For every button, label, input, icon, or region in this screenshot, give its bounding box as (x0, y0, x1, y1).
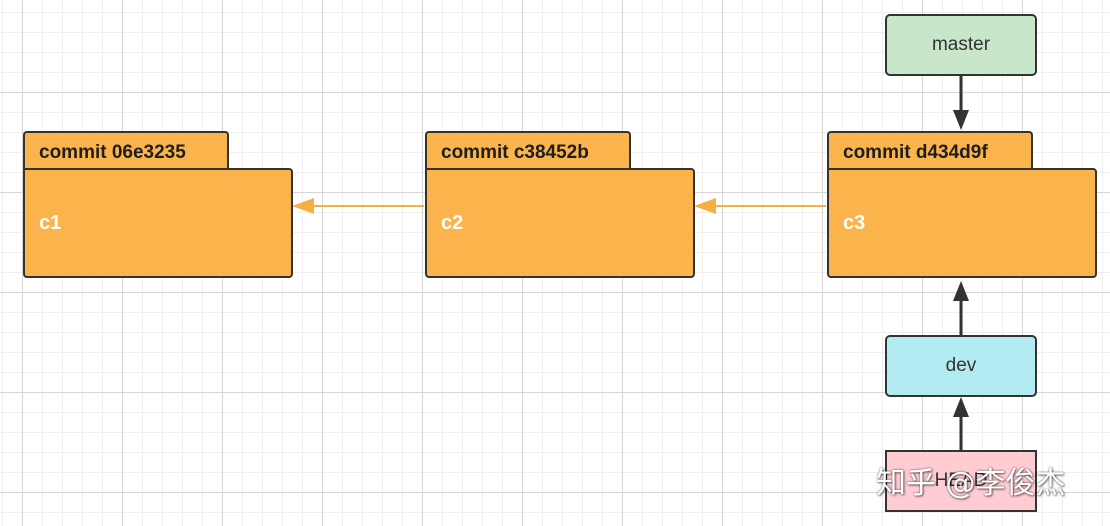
commit-c3-node: c3 (827, 168, 1097, 278)
arrow-c2-to-c1 (292, 198, 424, 214)
watermark-text: 知乎 @李俊杰 (876, 466, 1066, 501)
arrow-head-to-dev (953, 397, 969, 450)
head-pointer-label: HEAD (885, 450, 1037, 512)
commit-c3-name: c3 (843, 212, 866, 234)
commit-c2-hash-tab: commit c38452b (425, 131, 631, 169)
arrow-dev-to-c3 (953, 281, 969, 335)
commit-c2-node: c2 (425, 168, 695, 278)
arrow-master-to-c3 (953, 76, 969, 130)
commit-c1-node: c1 (23, 168, 293, 278)
master-branch-label: master (885, 14, 1037, 76)
commit-c2-name: c2 (441, 212, 464, 234)
commit-c1-hash-tab: commit 06e3235 (23, 131, 229, 169)
commit-c1-name: c1 (39, 212, 62, 234)
dev-branch-label: dev (885, 335, 1037, 397)
arrow-c3-to-c2 (694, 198, 826, 214)
commit-c3-hash-tab: commit d434d9f (827, 131, 1033, 169)
